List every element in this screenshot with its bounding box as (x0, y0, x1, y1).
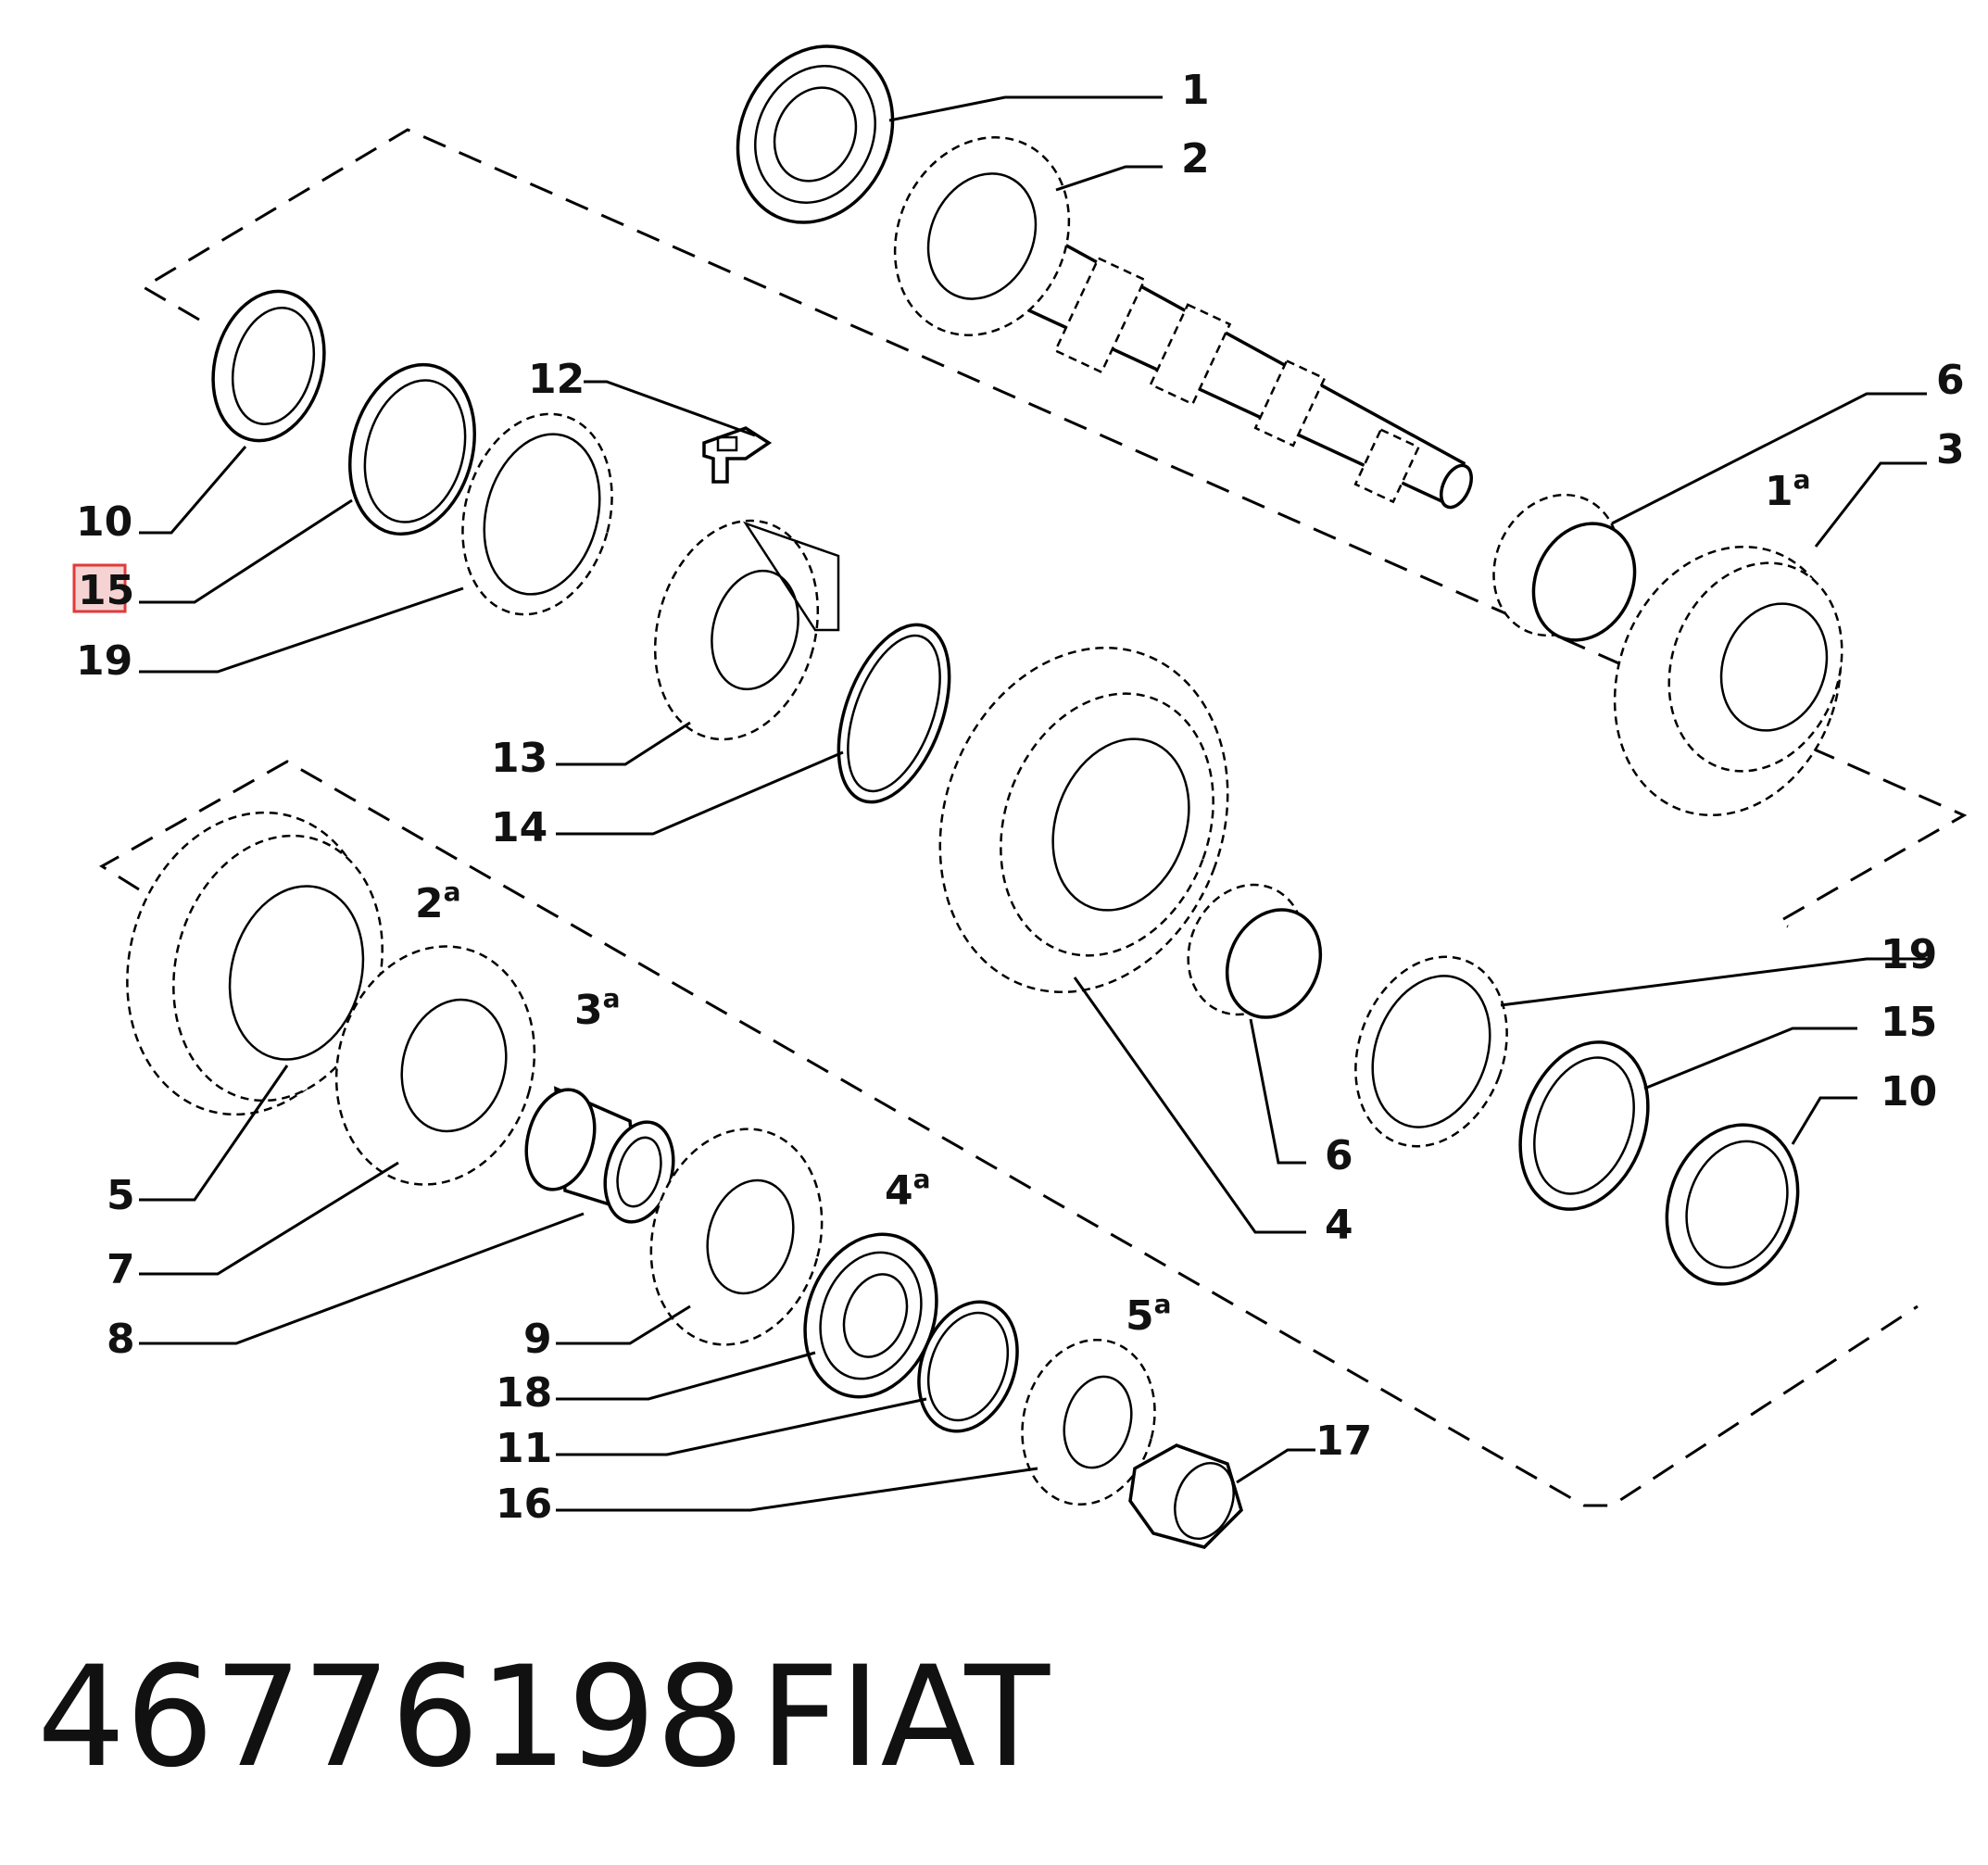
part-4-sliding-sleeve[interactable] (893, 607, 1275, 1033)
callout-10-upper[interactable]: 10 (76, 498, 132, 546)
part-2-main-shaft[interactable] (863, 108, 1478, 511)
callout-4[interactable]: 4 (1325, 1202, 1353, 1249)
part-19-synchro-ring-lower[interactable] (1330, 936, 1532, 1168)
callout-3[interactable]: 3 (1936, 426, 1965, 473)
callout-17[interactable]: 17 (1315, 1418, 1372, 1465)
callout-19-upper[interactable]: 19 (76, 637, 132, 685)
callout-8[interactable]: 8 (107, 1316, 135, 1363)
callout-15-lower[interactable]: 15 (1881, 999, 1937, 1046)
callout-5[interactable]: 5 (107, 1172, 135, 1219)
callout-6-lower[interactable]: 6 (1325, 1132, 1353, 1179)
part-18-bearing[interactable] (783, 1216, 958, 1416)
callout-19-lower[interactable]: 19 (1881, 931, 1937, 978)
callout-11[interactable]: 11 (496, 1425, 552, 1472)
callout-15-highlight-box (72, 563, 127, 613)
part-17-nut[interactable] (1128, 1443, 1244, 1549)
part-15-ring-upper[interactable] (332, 350, 493, 548)
callout-9[interactable]: 9 (523, 1316, 552, 1363)
callout-1[interactable]: 1 (1181, 67, 1210, 114)
brand-name: FIAT (760, 1637, 1051, 1798)
part-10-ring-upper[interactable] (197, 279, 340, 453)
callout-labels: 1 2 6 3 12 10 15 19 13 14 19 15 10 6 4 5… (72, 67, 1965, 1528)
callout-10-lower[interactable]: 10 (1881, 1068, 1937, 1115)
callout-2[interactable]: 2 (1181, 135, 1210, 183)
callout-13[interactable]: 13 (491, 735, 547, 782)
callout-6-upper[interactable]: 6 (1936, 357, 1965, 404)
part-9-gear-fourth[interactable] (628, 1110, 846, 1365)
gear-label-fifth: 5a (1126, 1289, 1172, 1340)
callout-12[interactable]: 12 (528, 356, 585, 403)
part-8-spacer[interactable] (516, 1082, 684, 1229)
part-1-bearing[interactable] (710, 20, 921, 247)
part-number: 46776198 (37, 1637, 744, 1798)
part-14-snap-ring[interactable] (817, 610, 971, 817)
gear-label-second: 2a (415, 876, 461, 927)
callout-7[interactable]: 7 (107, 1246, 135, 1293)
part-10-ring-lower[interactable] (1645, 1106, 1819, 1303)
part-3-gear-first[interactable] (1578, 515, 1877, 848)
part-6-needle-bearing-upper[interactable] (1471, 474, 1653, 657)
callout-15-upper[interactable]: 15 (78, 567, 134, 614)
part-16-gear-fifth[interactable] (1004, 1325, 1173, 1519)
part-6-needle-bearing-lower[interactable] (1167, 865, 1338, 1033)
gear-designators: 1a 2a 3a 4a 5a (415, 464, 1811, 1340)
gear-label-fourth: 4a (885, 1164, 931, 1215)
leader-lines (139, 95, 1927, 1512)
part-19-synchro-ring-upper[interactable] (441, 397, 634, 632)
assembly-outline-upper (141, 128, 1968, 928)
part-15-ring-lower[interactable] (1498, 1024, 1670, 1227)
assembly-outline-lower (99, 760, 1919, 1507)
part-13-synchro-hub[interactable] (632, 502, 841, 758)
callout-18[interactable]: 18 (496, 1369, 552, 1417)
part-7-gear-third[interactable] (310, 924, 560, 1206)
part-11-shim[interactable] (901, 1288, 1034, 1445)
callout-14[interactable]: 14 (491, 804, 547, 851)
gear-label-third: 3a (574, 983, 621, 1034)
gear-label-first: 1a (1765, 464, 1811, 515)
callout-16[interactable]: 16 (496, 1481, 552, 1528)
part-12-key[interactable] (702, 426, 773, 484)
part-5-gear-second[interactable] (94, 785, 411, 1142)
